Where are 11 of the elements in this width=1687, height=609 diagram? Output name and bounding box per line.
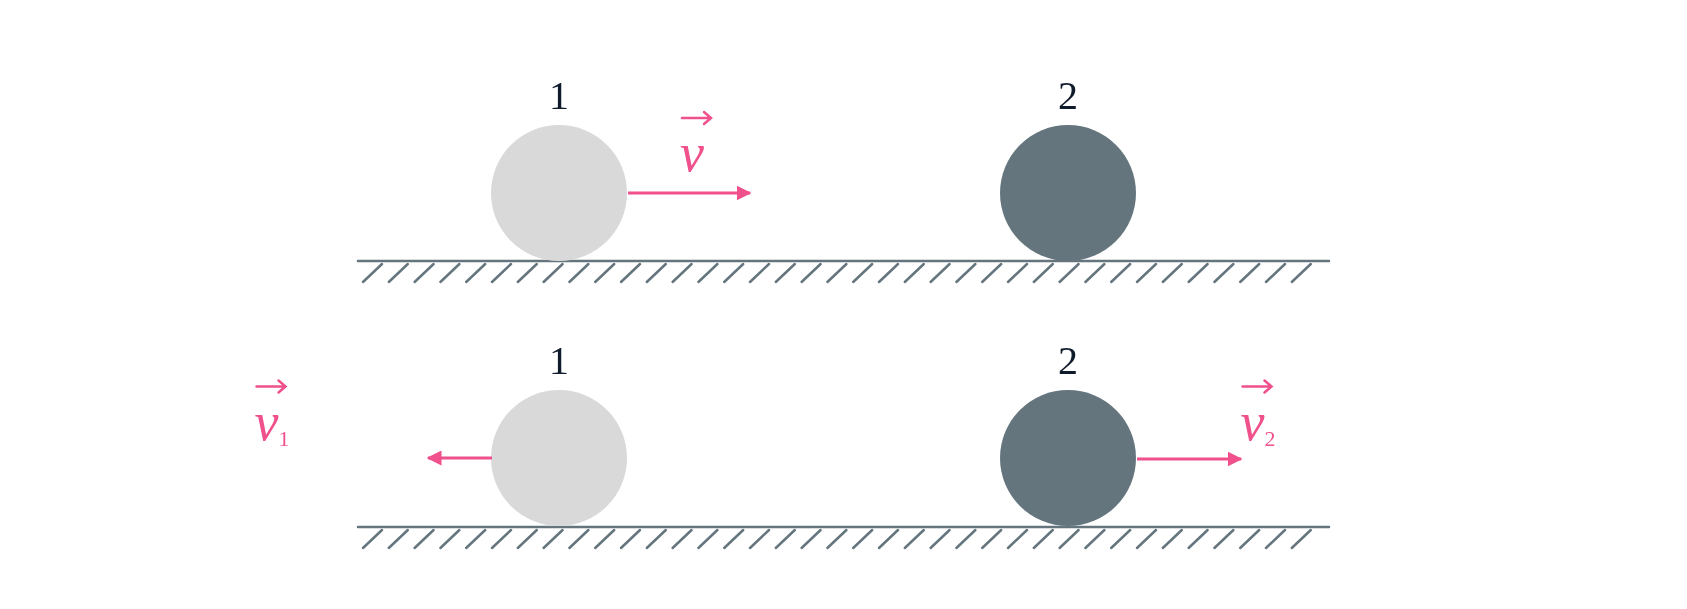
ball [491,390,627,526]
ball-number: 2 [1058,73,1078,118]
ball [1000,390,1136,526]
ball-number: 2 [1058,338,1078,383]
ball-number: 1 [549,73,569,118]
ball [491,125,627,261]
velocity-label: v [680,123,704,183]
ball-number: 1 [549,338,569,383]
ball [1000,125,1136,261]
velocity-label: v$_{1}$ [254,391,290,452]
velocity-label: v$_{2}$ [1240,391,1276,452]
